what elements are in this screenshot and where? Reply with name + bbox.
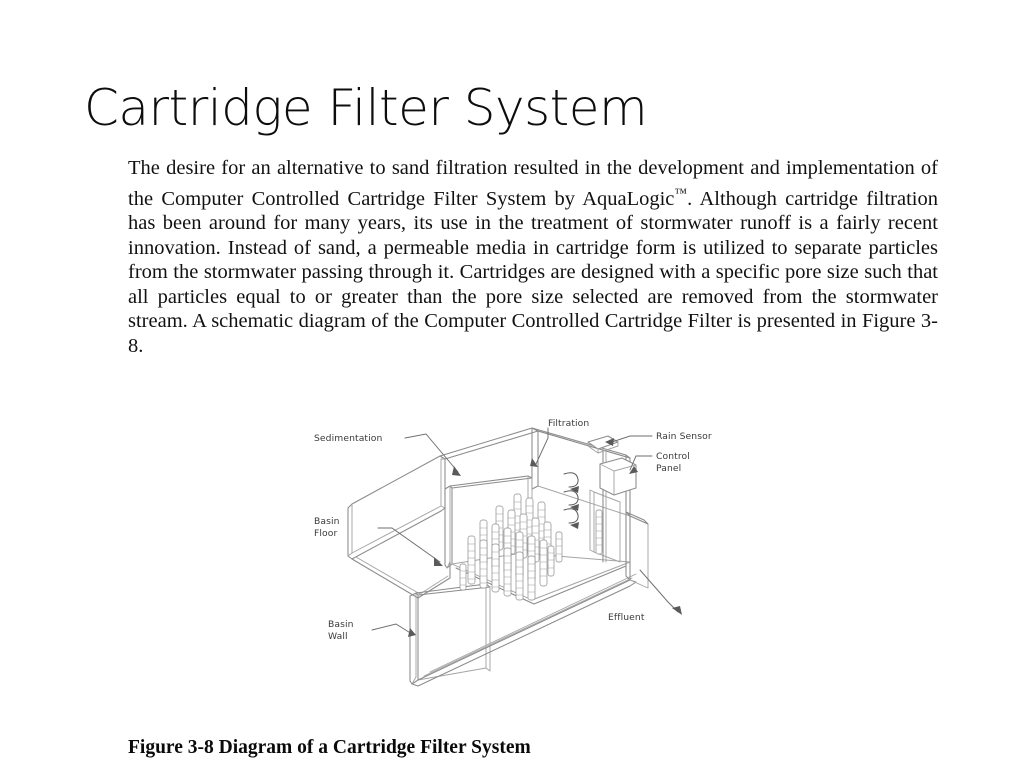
label-basin-wall-line1: Basin	[328, 619, 354, 630]
figure-caption: Figure 3-8 Diagram of a Cartridge Filter…	[128, 737, 531, 758]
body-paragraph: The desire for an alternative to sand fi…	[128, 156, 938, 359]
page-title: Cartridge Filter System	[84, 79, 648, 137]
diagram-leaders	[371, 427, 682, 637]
paragraph-text-part2: . Although cartridge filtration has been…	[128, 187, 938, 357]
cartridge-filter-schematic: Sedimentation Filtration Rain Sensor Con…	[314, 418, 712, 687]
label-sedimentation: Sedimentation	[314, 433, 383, 444]
paragraph-text-part1: The desire for an alternative to sand fi…	[128, 157, 938, 210]
cartridge-array	[459, 493, 603, 601]
label-rain-sensor: Rain Sensor	[656, 431, 712, 442]
label-control-panel-line2: Panel	[656, 463, 681, 474]
label-basin-floor-line2: Floor	[314, 528, 337, 539]
basin-structure	[347, 427, 649, 687]
rain-sensor-and-control-panel	[587, 435, 637, 563]
figure-diagram: Sedimentation Filtration Rain Sensor Con…	[300, 412, 760, 712]
label-basin-floor-line1: Basin	[314, 516, 340, 527]
label-control-panel-line1: Control	[656, 451, 690, 462]
label-filtration: Filtration	[548, 418, 589, 429]
diagram-labels: Sedimentation Filtration Rain Sensor Con…	[314, 418, 712, 642]
label-effluent: Effluent	[608, 612, 645, 623]
trademark-symbol: ™	[674, 185, 688, 200]
flow-arrows	[563, 472, 579, 529]
label-basin-wall-line2: Wall	[328, 631, 348, 642]
